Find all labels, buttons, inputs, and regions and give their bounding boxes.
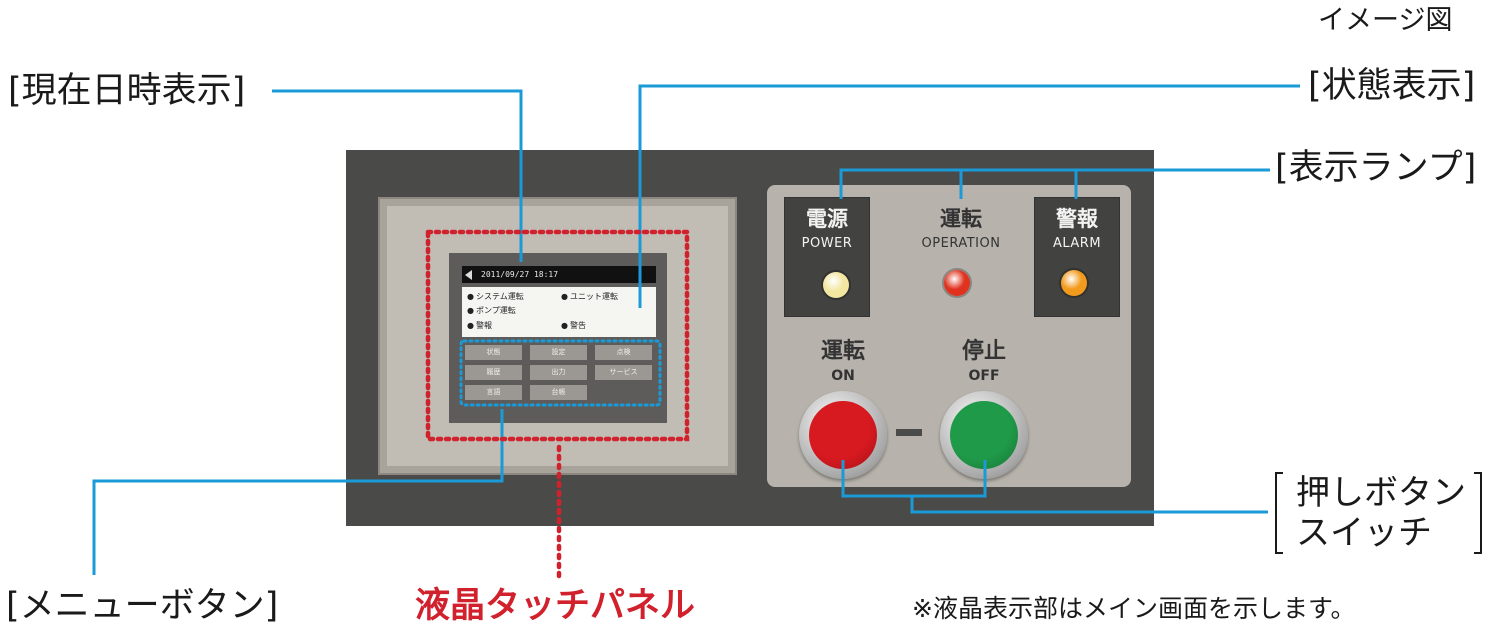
touch-panel-callout: 液晶タッチパネル — [415, 586, 696, 626]
status-pump: ポンプ運転 — [467, 306, 516, 316]
menu-callout: [メニューボタン] — [6, 586, 279, 626]
pushbutton-callout-line1: 押しボタン — [1296, 473, 1466, 513]
pushbutton-callout-line2: スイッチ — [1296, 513, 1432, 553]
pushbutton-leader-main — [910, 496, 1268, 514]
on-push-button[interactable] — [809, 401, 877, 469]
pushbutton-leader — [841, 460, 987, 498]
datetime-callout: [現在日時表示] — [8, 71, 246, 111]
power-lamp-label-en: POWER — [801, 236, 853, 251]
alarm-lamp-label: 警報 — [1056, 207, 1098, 231]
menu-button-inspection[interactable]: 点検 — [595, 345, 652, 360]
menu-button-settings[interactable]: 設定 — [530, 345, 587, 360]
operation-lamp — [944, 270, 970, 296]
status-system: システム運転 — [467, 292, 524, 302]
alarm-lamp-label-en: ALARM — [1052, 236, 1102, 251]
status-alarm: 警報 — [467, 321, 492, 331]
menu-buttons-outline — [459, 339, 662, 407]
touch-panel-outline — [425, 229, 690, 442]
status-callout: [状態表示] — [1308, 66, 1476, 106]
off-push-button[interactable] — [950, 401, 1018, 469]
alarm-lamp — [1061, 270, 1087, 296]
power-lamp-label: 電源 — [806, 207, 848, 231]
on-button-label: 運転 — [820, 339, 865, 364]
on-button-label-en: ON — [831, 368, 855, 384]
operation-lamp-label: 運転 — [940, 207, 982, 231]
bracket-right — [1474, 472, 1482, 554]
off-button-label: 停止 — [961, 339, 1006, 364]
menu-button-service[interactable]: サービス — [595, 365, 652, 380]
power-lamp-box — [784, 197, 870, 317]
operation-lamp-label-en: OPERATION — [921, 236, 1001, 251]
menu-button-ledger[interactable]: 台帳 — [530, 385, 587, 400]
off-button-label-en: OFF — [968, 368, 1000, 384]
lamps-callout: [表示ランプ] — [1275, 148, 1477, 188]
menu-button-output[interactable]: 出力 — [530, 365, 587, 380]
status-warning: 警告 — [561, 321, 586, 331]
button-separator — [896, 429, 922, 436]
menu-button-history[interactable]: 履歴 — [465, 365, 522, 380]
bracket-left — [1275, 472, 1283, 554]
status-unit: ユニット運転 — [561, 292, 618, 302]
image-note: イメージ図 — [1318, 5, 1453, 36]
lamps-leader-main — [839, 168, 1270, 199]
lcd-datetime: 2011/09/27 18:17 — [481, 270, 559, 279]
alarm-lamp-box — [1034, 197, 1120, 317]
datetime-leader — [272, 89, 523, 262]
menu-leader — [92, 409, 504, 575]
menu-button-language[interactable]: 言語 — [465, 385, 522, 400]
status-leader — [638, 84, 1300, 308]
lcd-title-bar — [462, 266, 656, 283]
footnote: ※液晶表示部はメイン画面を示します。 — [912, 594, 1356, 623]
power-lamp — [823, 272, 849, 298]
menu-button-status[interactable]: 状態 — [465, 345, 522, 360]
back-arrow-icon[interactable] — [465, 270, 472, 280]
